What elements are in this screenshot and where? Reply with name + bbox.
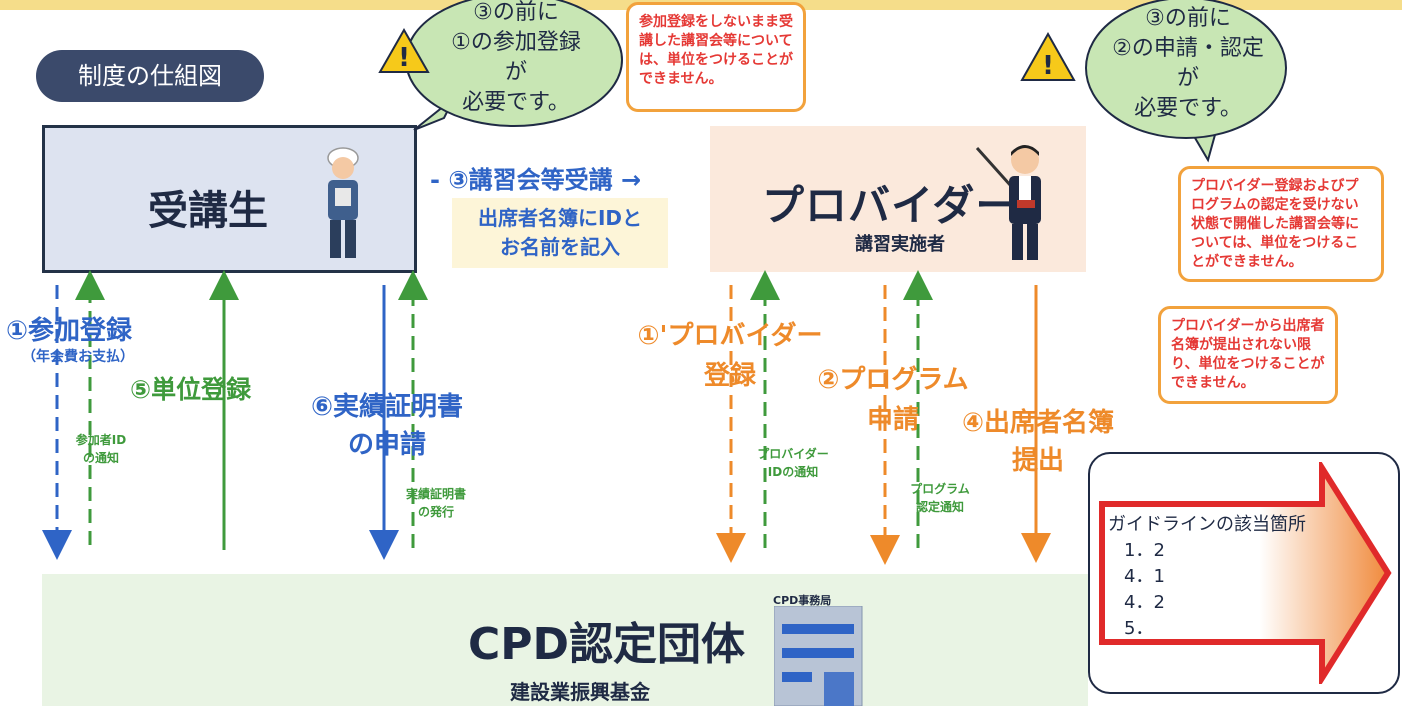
right-speech-bubble: !: [1020, 0, 1287, 163]
roster-submission-label: ④出席者名簿 提出: [961, 408, 1114, 476]
cpd-node: [42, 574, 1088, 706]
right-bubble-text: ③の前に ②の申請・認定 が 必要です。: [1112, 6, 1264, 121]
guideline-item-3: 4．2: [1124, 592, 1165, 613]
program-approval-notice: プログラム 認定通知: [910, 482, 970, 514]
step1-sublabel: （年会費お支払）: [22, 349, 134, 365]
warning-icon: [378, 27, 430, 73]
program-application-label: ②プログラム 申請: [817, 365, 969, 435]
provider-id-notice: プロバイダー IDの通知: [757, 447, 829, 479]
left-speech-bubble: !: [378, 0, 623, 131]
step3-note-box: [452, 198, 668, 268]
svg-text:!: !: [398, 43, 410, 73]
worker-illustration: [327, 147, 359, 258]
step3-note: 出席者名簿にIDと お名前を記入: [477, 206, 643, 259]
step3-attend-label: - ③講習会等受講 →: [430, 166, 642, 194]
cpd-subtitle: 建設業振興基金: [510, 680, 650, 704]
provider-registration-label: ①'プロバイダー 登録: [637, 321, 823, 391]
guideline-item-1: 1．2: [1124, 540, 1165, 561]
cpd-title: CPD認定団体: [468, 619, 746, 670]
lecturer-illustration: [975, 145, 1041, 260]
left-bubble-text: ③の前に ①の参加登録 が 必要です。: [451, 0, 581, 115]
note-roster-required: プロバイダーから出席者名簿が提出されない限り、単位をつけることができません。: [1158, 306, 1338, 404]
certificate-issue-label: 実績証明書 の発行: [405, 487, 466, 519]
office-building-icon: [774, 606, 863, 706]
guideline-item-2: 4．1: [1124, 566, 1165, 587]
section-label: 制度の仕組図: [36, 50, 264, 102]
note-registration-required: 参加登録をしないまま受講した講習会等については、単位をつけることができません。: [626, 2, 806, 112]
step5-label: ⑤単位登録: [130, 375, 252, 404]
svg-text:!: !: [1042, 51, 1054, 81]
participant-id-notice: 参加者ID の通知: [75, 433, 127, 465]
provider-title: プロバイダー: [762, 181, 1019, 230]
step1-label: ①参加登録: [6, 316, 133, 346]
note-provider-approval-required: プロバイダー登録およびプログラムの認定を受けない状態で開催した講習会等については…: [1178, 166, 1384, 282]
warning-icon-right: [1020, 31, 1076, 81]
provider-subtitle: 講習実施者: [855, 234, 945, 255]
guideline-title: ガイドラインの該当箇所: [1108, 514, 1306, 535]
guideline-item-4: 5．: [1124, 618, 1154, 639]
step6-label: ⑥実績証明書 の申請: [310, 392, 463, 460]
cpd-office-label: CPD事務局: [773, 594, 832, 607]
guideline-arrow-shape: [1099, 462, 1392, 684]
student-title: 受講生: [148, 188, 268, 234]
